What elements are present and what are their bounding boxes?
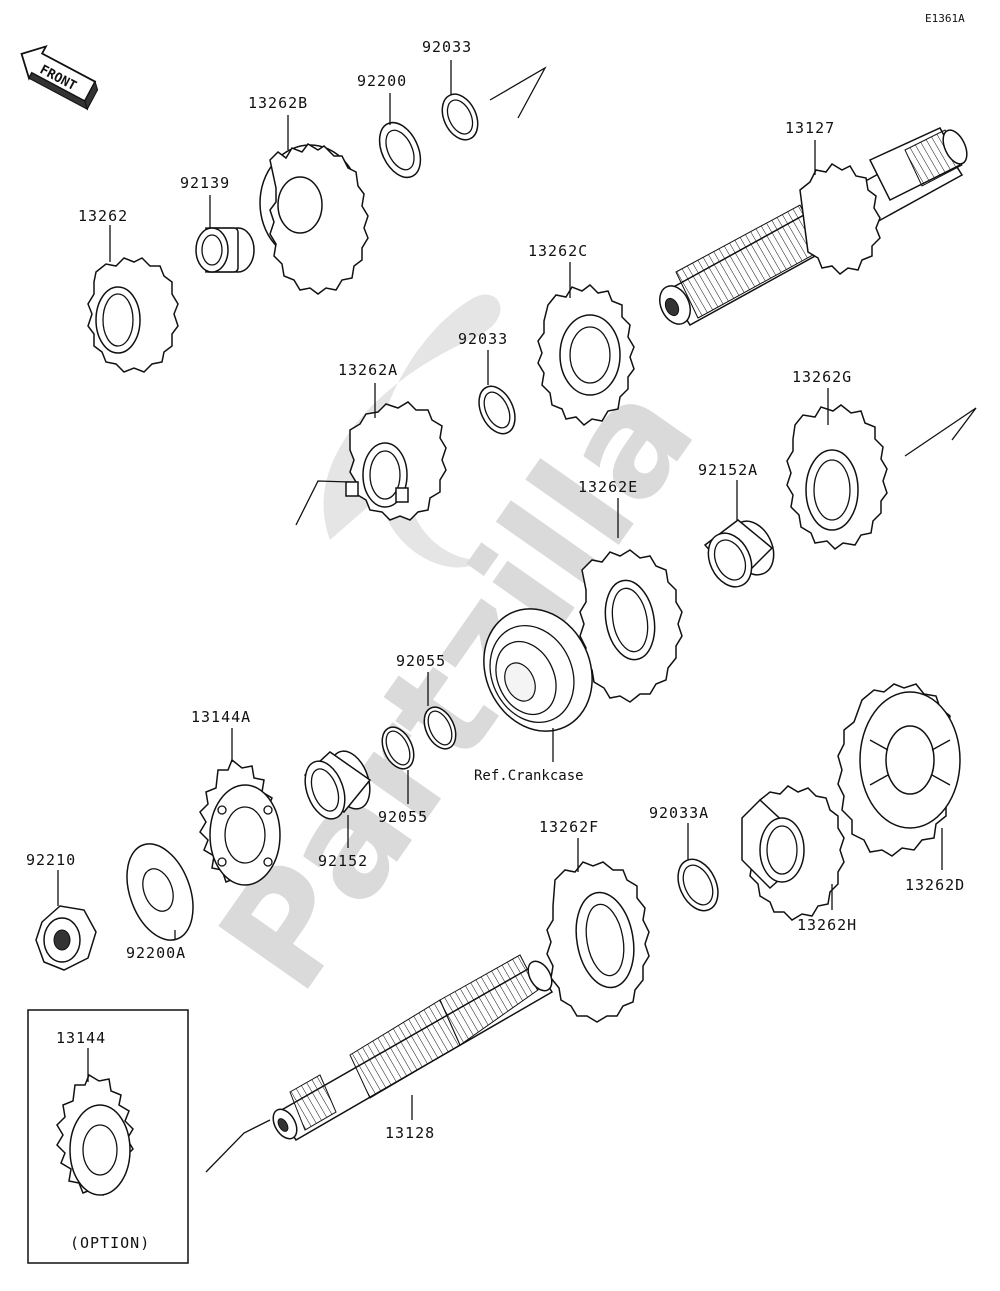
part-92200-washer — [378, 93, 422, 179]
label-92210: 92210 — [26, 851, 76, 869]
label-13262A: 13262A — [338, 361, 398, 379]
label-13144: 13144 — [56, 1029, 106, 1047]
part-13262E-gear — [579, 498, 683, 703]
part-13262C-gear — [537, 262, 635, 426]
part-13127-input-shaft — [659, 127, 968, 326]
label-92200A: 92200A — [126, 944, 186, 962]
diagram-code: E1361A — [925, 12, 965, 25]
part-crankcase-ball-bearing — [483, 608, 593, 762]
part-13262F-gear — [546, 838, 650, 1023]
part-92210-nut — [35, 870, 97, 971]
label-92055-a: 92055 — [396, 652, 446, 670]
part-13262G-gear — [786, 388, 888, 550]
label-13262D: 13262D — [905, 876, 965, 894]
part-92033-circlip — [441, 60, 479, 141]
label-92055-b: 92055 — [378, 808, 428, 826]
label-92033A: 92033A — [649, 804, 709, 822]
label-13128: 13128 — [385, 1124, 435, 1142]
ref-crankcase-note: Ref.Crankcase — [474, 768, 584, 784]
label-13262H: 13262H — [797, 916, 857, 934]
part-92055-o-ring-a — [423, 672, 457, 750]
part-92033-circlip-mid — [478, 350, 516, 435]
label-92139: 92139 — [180, 174, 230, 192]
label-92200: 92200 — [357, 72, 407, 90]
front-arrow-icon: FRONT — [20, 44, 99, 111]
part-13262A-gear — [345, 383, 447, 521]
label-13262E: 13262E — [578, 478, 638, 496]
part-92033A-circlip — [677, 823, 719, 912]
part-92200A-washer — [126, 843, 194, 941]
label-13262G: 13262G — [792, 368, 852, 386]
label-92152A: 92152A — [698, 461, 758, 479]
part-13144A-sprocket — [199, 728, 281, 886]
label-13262C: 13262C — [528, 242, 588, 260]
part-13262B-gear — [259, 115, 369, 295]
label-13144A: 13144A — [191, 708, 251, 726]
part-13262D-gear — [837, 683, 961, 870]
label-13262: 13262 — [78, 207, 128, 225]
label-92033-mid: 92033 — [458, 330, 508, 348]
part-13128-output-shaft — [272, 954, 554, 1142]
option-box — [27, 1009, 189, 1264]
part-92055-o-ring-b — [381, 726, 415, 804]
label-92033-top: 92033 — [422, 38, 472, 56]
option-note: (OPTION) — [70, 1234, 150, 1252]
part-92152-bushing — [303, 750, 372, 848]
axis-lines — [205, 66, 977, 1173]
part-92139-needle-bearing — [195, 195, 255, 273]
part-13262-gear — [87, 225, 179, 373]
label-13127: 13127 — [785, 119, 835, 137]
label-92152: 92152 — [318, 852, 368, 870]
part-13262H-gear — [741, 785, 845, 921]
part-labels: 92033 92200 13262B 92139 13262 13127 132… — [26, 38, 965, 1252]
part-92152A-bushing — [703, 480, 775, 588]
label-13262F: 13262F — [539, 818, 599, 836]
label-13262B: 13262B — [248, 94, 308, 112]
